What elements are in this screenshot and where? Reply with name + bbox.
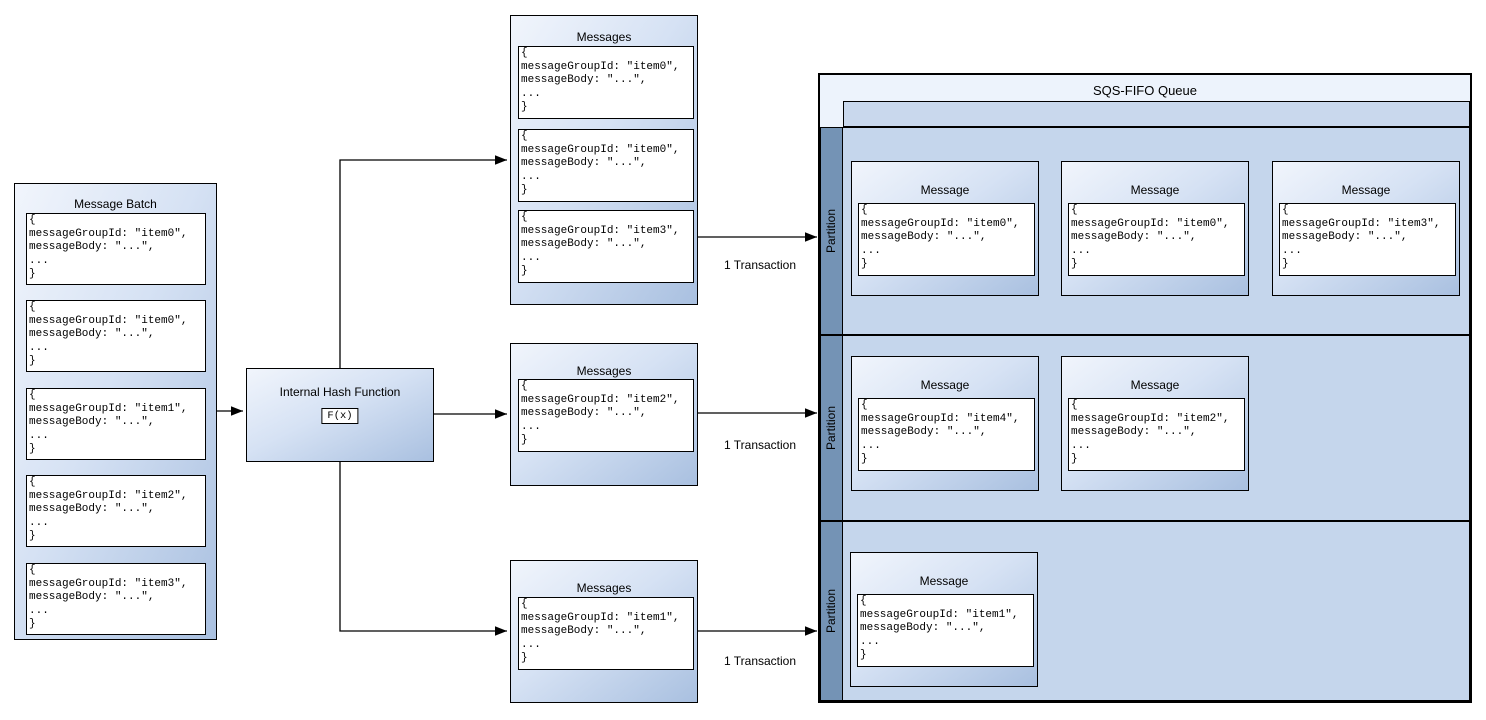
queue-message-card: Message { messageGroupId: "item2", messa… <box>1061 356 1249 491</box>
partition-label: Partition <box>824 405 839 451</box>
queue-message-title: Message <box>1130 183 1180 197</box>
arrow-hash-to-messages-1 <box>339 155 507 368</box>
messages-box-title: Messages <box>576 581 632 595</box>
message-batch-title: Message Batch <box>74 197 157 211</box>
hash-function-title: Internal Hash Function <box>279 385 401 399</box>
batch-message-card: { messageGroupId: "item0", messageBody: … <box>26 213 206 285</box>
queue-message-title: Message <box>1341 183 1391 197</box>
sqs-fifo-queue-title: SQS-FIFO Queue <box>1092 83 1198 98</box>
batch-message-card: { messageGroupId: "item3", messageBody: … <box>26 563 206 635</box>
queue-message-card: Message { messageGroupId: "item0", messa… <box>1061 161 1249 296</box>
batch-message-card: { messageGroupId: "item2", messageBody: … <box>26 475 206 547</box>
queue-pool-band <box>843 101 1470 127</box>
queue-message-code: { messageGroupId: "item2", messageBody: … <box>1068 398 1245 471</box>
partition-label: Partition <box>824 588 839 634</box>
partition-lane-header: Partition <box>821 522 843 700</box>
partition-lane-header: Partition <box>821 128 843 334</box>
queue-message-code: { messageGroupId: "item1", messageBody: … <box>857 594 1034 667</box>
partition-lane-header: Partition <box>821 336 843 520</box>
batch-message-card: { messageGroupId: "item1", messageBody: … <box>26 388 206 460</box>
queue-message-title: Message <box>920 378 970 392</box>
sqs-fifo-queue-box: SQS-FIFO Queue Partition Message { messa… <box>818 73 1472 703</box>
queue-message-card: Message { messageGroupId: "item0", messa… <box>851 161 1039 296</box>
queue-message-code: { messageGroupId: "item0", messageBody: … <box>1068 203 1245 276</box>
messages-box-title: Messages <box>576 364 632 378</box>
transaction-label-2: 1 Transaction <box>723 438 797 452</box>
queue-message-card: Message { messageGroupId: "item4", messa… <box>851 356 1039 491</box>
partition-label: Partition <box>824 208 839 254</box>
messages-card: { messageGroupId: "item0", messageBody: … <box>518 46 694 119</box>
transaction-label-3: 1 Transaction <box>723 654 797 668</box>
queue-message-code: { messageGroupId: "item3", messageBody: … <box>1279 203 1456 276</box>
messages-card: { messageGroupId: "item1", messageBody: … <box>518 597 694 670</box>
transaction-label-1: 1 Transaction <box>723 258 797 272</box>
hash-formula: F(x) <box>321 408 359 424</box>
arrow-hash-to-messages-3 <box>339 462 507 636</box>
messages-card: { messageGroupId: "item0", messageBody: … <box>518 129 694 202</box>
messages-card: { messageGroupId: "item3", messageBody: … <box>518 210 694 283</box>
messages-box-2: Messages { messageGroupId: "item2", mess… <box>510 343 698 486</box>
partition-lane-1: Partition Message { messageGroupId: "ite… <box>820 127 1470 335</box>
queue-message-title: Message <box>1130 378 1180 392</box>
queue-message-title: Message <box>920 183 970 197</box>
messages-box-1: Messages { messageGroupId: "item0", mess… <box>510 15 698 305</box>
partition-lane-body: Message { messageGroupId: "item1", messa… <box>843 522 1469 700</box>
messages-box-title: Messages <box>576 30 632 44</box>
partition-lane-body: Message { messageGroupId: "item0", messa… <box>843 128 1469 334</box>
hash-function-box: Internal Hash Function F(x) <box>246 368 434 462</box>
message-batch-box: Message Batch { messageGroupId: "item0",… <box>14 183 217 640</box>
queue-message-code: { messageGroupId: "item4", messageBody: … <box>858 398 1035 471</box>
queue-message-card: Message { messageGroupId: "item1", messa… <box>850 552 1038 687</box>
queue-message-code: { messageGroupId: "item0", messageBody: … <box>858 203 1035 276</box>
messages-card: { messageGroupId: "item2", messageBody: … <box>518 379 694 452</box>
messages-box-3: Messages { messageGroupId: "item1", mess… <box>510 560 698 703</box>
partition-lane-body: Message { messageGroupId: "item4", messa… <box>843 336 1469 520</box>
partition-lane-2: Partition Message { messageGroupId: "ite… <box>820 335 1470 521</box>
queue-message-card: Message { messageGroupId: "item3", messa… <box>1272 161 1460 296</box>
partition-lane-3: Partition Message { messageGroupId: "ite… <box>820 521 1470 701</box>
queue-message-title: Message <box>919 574 969 588</box>
batch-message-card: { messageGroupId: "item0", messageBody: … <box>26 300 206 372</box>
